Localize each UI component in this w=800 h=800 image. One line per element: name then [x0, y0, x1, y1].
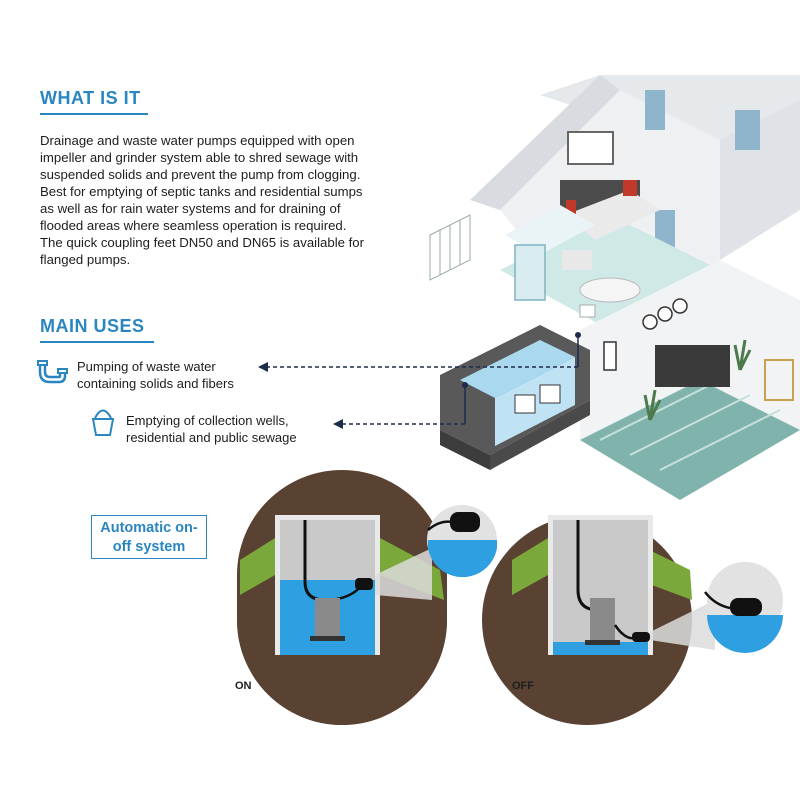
heading-underline: [40, 113, 148, 115]
description-text: Drainage and waste water pumps equipped …: [40, 133, 365, 267]
lobby: [580, 260, 800, 500]
automatic-on-off-label: Automatic on-off system: [91, 515, 207, 559]
main-uses-heading: MAIN USES: [40, 316, 154, 343]
pipe-icon: [37, 360, 68, 384]
bucket-icon: [91, 409, 115, 436]
sump-pit: [440, 325, 590, 470]
main-uses-title: MAIN USES: [40, 316, 145, 336]
heading-underline: [40, 341, 154, 343]
what-is-it-heading: WHAT IS IT: [40, 88, 148, 115]
use-item-collection-wells: Emptying of collection wells, residentia…: [126, 413, 297, 445]
balcony-railing: [429, 214, 471, 281]
well-on: [237, 470, 497, 725]
leader-lines: [258, 332, 581, 429]
off-state-label: OFF: [512, 680, 534, 692]
well-off: [482, 515, 783, 725]
bathroom: [505, 205, 641, 318]
what-is-it-title: WHAT IS IT: [40, 88, 141, 108]
on-state-label: ON: [235, 680, 252, 692]
use-item-waste-water: Pumping of waste water containing solids…: [77, 359, 234, 391]
